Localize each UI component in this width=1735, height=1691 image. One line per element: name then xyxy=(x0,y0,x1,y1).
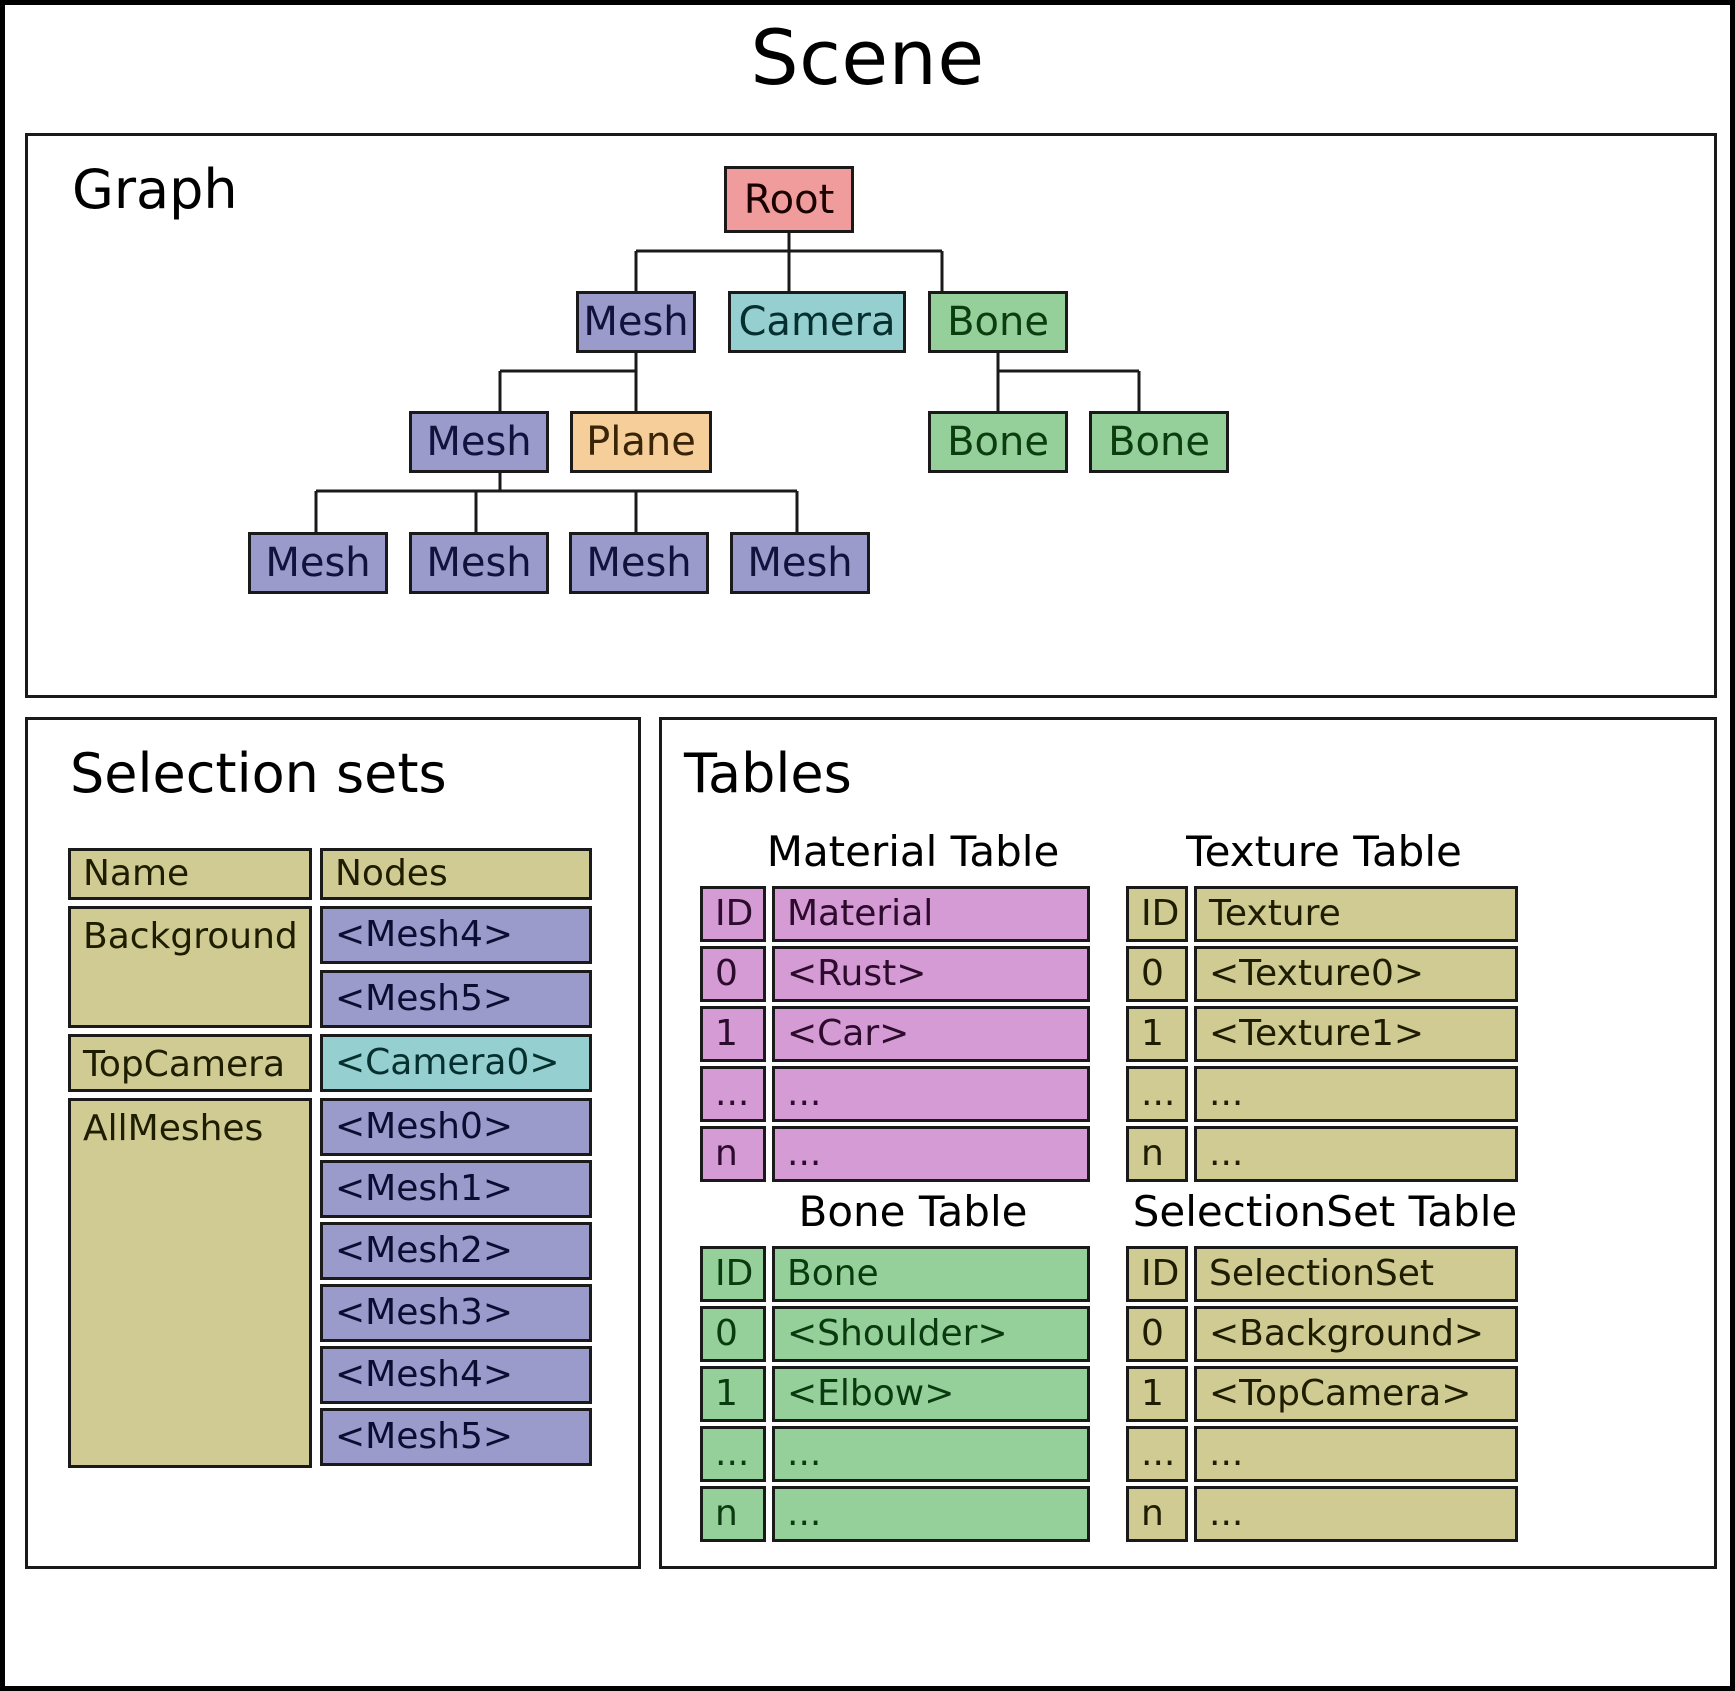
texture-row-0-id[interactable]: 0 xyxy=(1126,946,1188,1002)
texture-header-id: ID xyxy=(1126,886,1188,942)
texture-row-3-id[interactable]: n xyxy=(1126,1126,1188,1182)
texture-row-2-value[interactable]: ... xyxy=(1194,1066,1518,1122)
graph-panel: Graph xyxy=(25,133,1717,698)
texture-row-1-id[interactable]: 1 xyxy=(1126,1006,1188,1062)
material-row-2-id[interactable]: ... xyxy=(700,1066,766,1122)
selset-header-nodes: Nodes xyxy=(320,848,592,900)
selectionset-row-1-id[interactable]: 1 xyxy=(1126,1366,1188,1422)
material-row-0-id[interactable]: 0 xyxy=(700,946,766,1002)
material-row-3-id[interactable]: n xyxy=(700,1126,766,1182)
selectionset-row-1-value[interactable]: <TopCamera> xyxy=(1194,1366,1518,1422)
selset-name-topcamera[interactable]: TopCamera xyxy=(68,1034,312,1092)
selset-node-topcamera-0[interactable]: <Camera0> xyxy=(320,1034,592,1092)
bone-row-1-value[interactable]: <Elbow> xyxy=(772,1366,1090,1422)
bone-header-id: ID xyxy=(700,1246,766,1302)
bone-row-2-value[interactable]: ... xyxy=(772,1426,1090,1482)
graph-edge-lines xyxy=(314,233,1141,532)
bone-header-name: Bone xyxy=(772,1246,1090,1302)
graph-node-mesh-a[interactable]: Mesh xyxy=(576,291,696,353)
bone-row-2-id[interactable]: ... xyxy=(700,1426,766,1482)
selset-node-allmeshes-2[interactable]: <Mesh2> xyxy=(320,1222,592,1280)
graph-node-mesh-b[interactable]: Mesh xyxy=(409,411,549,473)
selectionset-row-0-value[interactable]: <Background> xyxy=(1194,1306,1518,1362)
selectionset-row-3-id[interactable]: n xyxy=(1126,1486,1188,1542)
selectionset-row-2-id[interactable]: ... xyxy=(1126,1426,1188,1482)
bone-row-0-id[interactable]: 0 xyxy=(700,1306,766,1362)
selset-header-name: Name xyxy=(68,848,312,900)
graph-node-mesh-2[interactable]: Mesh xyxy=(569,532,709,594)
selset-node-allmeshes-5[interactable]: <Mesh5> xyxy=(320,1408,592,1466)
graph-node-bone-b[interactable]: Bone xyxy=(928,411,1068,473)
bone-row-1-id[interactable]: 1 xyxy=(700,1366,766,1422)
graph-node-bone-a[interactable]: Bone xyxy=(928,291,1068,353)
selectionset-row-2-value[interactable]: ... xyxy=(1194,1426,1518,1482)
texture-row-3-value[interactable]: ... xyxy=(1194,1126,1518,1182)
tables-panel: Tables Material Table ID Material 0 <Rus… xyxy=(659,717,1717,1569)
graph-node-root[interactable]: Root xyxy=(724,166,854,233)
graph-node-camera[interactable]: Camera xyxy=(728,291,906,353)
selectionset-row-3-value[interactable]: ... xyxy=(1194,1486,1518,1542)
selectionset-table-title: SelectionSet Table xyxy=(1132,1187,1518,1236)
bone-row-3-id[interactable]: n xyxy=(700,1486,766,1542)
selset-node-allmeshes-0[interactable]: <Mesh0> xyxy=(320,1098,592,1156)
bone-row-3-value[interactable]: ... xyxy=(772,1486,1090,1542)
material-row-2-value[interactable]: ... xyxy=(772,1066,1090,1122)
selectionset-header-name: SelectionSet xyxy=(1194,1246,1518,1302)
texture-row-2-id[interactable]: ... xyxy=(1126,1066,1188,1122)
graph-node-plane[interactable]: Plane xyxy=(570,411,712,473)
selection-sets-heading: Selection sets xyxy=(70,742,447,805)
material-row-3-value[interactable]: ... xyxy=(772,1126,1090,1182)
selset-name-background[interactable]: Background xyxy=(68,906,312,1028)
selset-node-background-1[interactable]: <Mesh5> xyxy=(320,970,592,1028)
bone-row-0-value[interactable]: <Shoulder> xyxy=(772,1306,1090,1362)
texture-row-0-value[interactable]: <Texture0> xyxy=(1194,946,1518,1002)
tables-panel-heading: Tables xyxy=(684,742,852,805)
material-row-0-value[interactable]: <Rust> xyxy=(772,946,1090,1002)
material-row-1-value[interactable]: <Car> xyxy=(772,1006,1090,1062)
selectionset-row-0-id[interactable]: 0 xyxy=(1126,1306,1188,1362)
material-table-title: Material Table xyxy=(766,827,1060,876)
texture-header-name: Texture xyxy=(1194,886,1518,942)
selset-node-background-0[interactable]: <Mesh4> xyxy=(320,906,592,964)
page-title: Scene xyxy=(750,13,985,102)
selset-node-allmeshes-3[interactable]: <Mesh3> xyxy=(320,1284,592,1342)
graph-node-mesh-1[interactable]: Mesh xyxy=(409,532,549,594)
material-header-id: ID xyxy=(700,886,766,942)
material-row-1-id[interactable]: 1 xyxy=(700,1006,766,1062)
selection-sets-panel: Selection sets Name Nodes Background <Me… xyxy=(25,717,641,1569)
graph-node-mesh-3[interactable]: Mesh xyxy=(730,532,870,594)
graph-panel-heading: Graph xyxy=(72,158,238,221)
graph-node-bone-c[interactable]: Bone xyxy=(1089,411,1229,473)
texture-row-1-value[interactable]: <Texture1> xyxy=(1194,1006,1518,1062)
material-header-name: Material xyxy=(772,886,1090,942)
texture-table-title: Texture Table xyxy=(1186,827,1462,876)
selset-name-allmeshes[interactable]: AllMeshes xyxy=(68,1098,312,1468)
selset-node-allmeshes-1[interactable]: <Mesh1> xyxy=(320,1160,592,1218)
selectionset-header-id: ID xyxy=(1126,1246,1188,1302)
graph-node-mesh-0[interactable]: Mesh xyxy=(248,532,388,594)
selset-node-allmeshes-4[interactable]: <Mesh4> xyxy=(320,1346,592,1404)
bone-table-title: Bone Table xyxy=(798,1187,1028,1236)
